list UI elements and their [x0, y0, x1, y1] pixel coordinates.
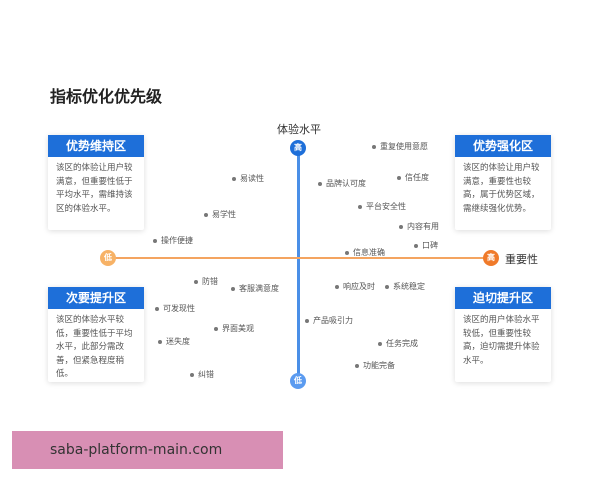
point-content-useful: 内容有用	[399, 221, 439, 232]
quadrant-title: 次要提升区	[48, 287, 144, 309]
point-readability: 易读性	[232, 173, 264, 184]
point-learnability: 易学性	[204, 209, 236, 220]
point-repeat-use: 重复使用意愿	[372, 141, 428, 152]
point-dot	[194, 279, 198, 284]
point-dot	[345, 250, 349, 255]
point-product-appeal: 产品吸引力	[305, 315, 353, 326]
point-label: 功能完备	[363, 361, 395, 370]
point-reputation: 口碑	[414, 240, 438, 251]
point-label: 信息准确	[353, 248, 385, 257]
point-dot	[153, 238, 157, 243]
quadrant-title: 迫切提升区	[455, 287, 551, 309]
point-feature-complete: 功能完备	[355, 360, 395, 371]
point-dot	[190, 372, 194, 377]
watermark-banner: saba-platform-main.com	[12, 431, 283, 469]
point-system-stable: 系统稳定	[385, 281, 425, 292]
point-label: 易读性	[240, 174, 264, 183]
quadrant-description: 该区的体验水平较低，重要性低于平均水平，此部分需改善，但紧急程度稍低。	[56, 315, 133, 379]
point-dot	[372, 144, 376, 149]
quadrant-description: 该区的用户体验水平较低，但重要性较高，迫切需提升体验水平。	[463, 315, 540, 366]
point-label: 品牌认可度	[326, 179, 366, 188]
point-dot	[335, 284, 339, 289]
point-dot	[378, 341, 382, 346]
point-label: 迷失度	[166, 337, 190, 346]
point-dot	[414, 243, 418, 248]
quadrant-description: 该区的体验让用户较满意，但重要性低于平均水平，需维持该区的体验水平。	[56, 163, 133, 214]
quadrant-title: 优势维持区	[48, 135, 144, 157]
point-dot	[214, 326, 218, 331]
point-label: 客服满意度	[239, 284, 279, 293]
horizontal-axis-high-node: 高	[483, 250, 499, 266]
point-dot	[204, 212, 208, 217]
point-label: 平台安全性	[366, 202, 406, 211]
point-label: 系统稳定	[393, 282, 425, 291]
quadrant-advantage-maintain: 优势维持区 该区的体验让用户较满意，但重要性低于平均水平，需维持该区的体验水平。	[48, 135, 144, 230]
point-task-completion: 任务完成	[378, 338, 418, 349]
quadrant-advantage-strengthen: 优势强化区 该区的体验让用户较满意，重要性也较高，属于优势区域，需继续强化优势。	[455, 135, 551, 230]
point-brand-recognition: 品牌认可度	[318, 178, 366, 189]
point-label: 重复使用意愿	[380, 142, 428, 151]
quadrant-description: 该区的体验让用户较满意，重要性也较高，属于优势区域，需继续强化优势。	[463, 163, 540, 214]
quadrant-title: 优势强化区	[455, 135, 551, 157]
point-dot	[318, 181, 322, 186]
point-discoverability: 可发现性	[155, 303, 195, 314]
point-dot	[385, 284, 389, 289]
point-label: 产品吸引力	[313, 316, 353, 325]
point-label: 任务完成	[386, 339, 418, 348]
page-title: 指标优化优先级	[50, 87, 163, 106]
point-label: 可发现性	[163, 304, 195, 313]
point-label: 纠错	[198, 370, 214, 379]
point-dot	[397, 175, 401, 180]
point-error-correction: 纠错	[190, 369, 214, 380]
point-label: 内容有用	[407, 222, 439, 231]
point-dot	[305, 318, 309, 323]
point-dot	[231, 286, 235, 291]
point-label: 口碑	[422, 241, 438, 250]
horizontal-axis-title: 重要性	[505, 253, 538, 266]
point-label: 易学性	[212, 210, 236, 219]
point-easy-operation: 操作便捷	[153, 235, 193, 246]
vertical-axis-title: 体验水平	[277, 123, 321, 136]
point-label: 信任度	[405, 173, 429, 182]
point-label: 响应及时	[343, 282, 375, 291]
point-disorientation: 迷失度	[158, 336, 190, 347]
point-error-prevention: 防错	[194, 276, 218, 287]
point-dot	[355, 363, 359, 368]
point-label: 界面美观	[222, 324, 254, 333]
quadrant-secondary-improve: 次要提升区 该区的体验水平较低，重要性低于平均水平，此部分需改善，但紧急程度稍低…	[48, 287, 144, 382]
point-dot	[232, 176, 236, 181]
point-dot	[155, 306, 159, 311]
vertical-axis-low-node: 低	[290, 373, 306, 389]
vertical-axis-high-node: 高	[290, 140, 306, 156]
point-dot	[358, 204, 362, 209]
point-trust: 信任度	[397, 172, 429, 183]
point-label: 防错	[202, 277, 218, 286]
point-dot	[399, 224, 403, 229]
point-dot	[158, 339, 162, 344]
point-platform-security: 平台安全性	[358, 201, 406, 212]
horizontal-axis-line	[110, 257, 493, 259]
quadrant-urgent-improve: 迫切提升区 该区的用户体验水平较低，但重要性较高，迫切需提升体验水平。	[455, 287, 551, 382]
point-info-accuracy: 信息准确	[345, 247, 385, 258]
point-customer-service: 客服满意度	[231, 283, 279, 294]
vertical-axis-line	[297, 148, 300, 378]
point-response-timely: 响应及时	[335, 281, 375, 292]
horizontal-axis-low-node: 低	[100, 250, 116, 266]
point-ui-aesthetics: 界面美观	[214, 323, 254, 334]
point-label: 操作便捷	[161, 236, 193, 245]
